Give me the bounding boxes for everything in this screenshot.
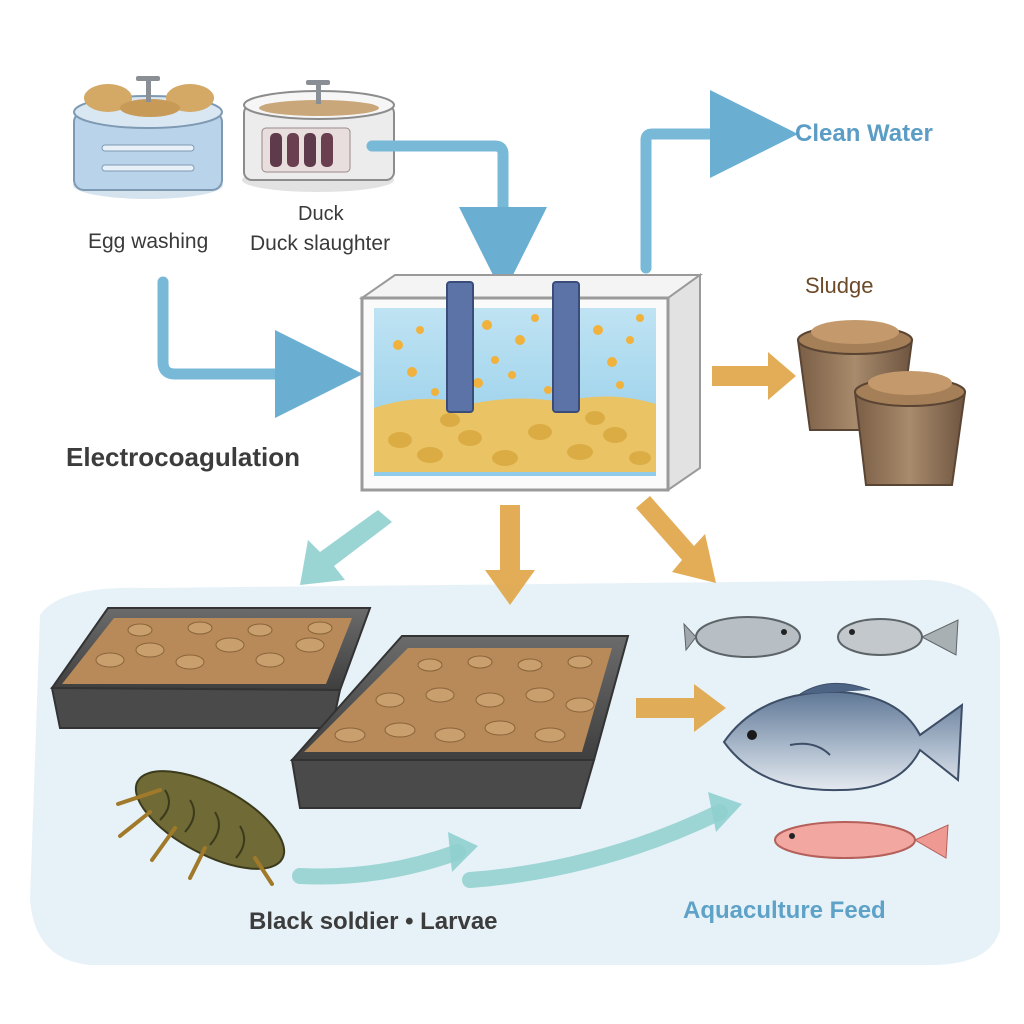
- arrow-tank-down: [485, 505, 535, 605]
- arrow-tank-to-sludge: [712, 352, 796, 400]
- black-soldier-larvae-label: Black soldier • Larvae: [249, 908, 498, 935]
- fish-small-left: [683, 616, 801, 658]
- duck-slaughter-label: Duck slaughter: [250, 232, 391, 255]
- electrode-right: [552, 281, 580, 413]
- sludge-label: Sludge: [805, 273, 874, 298]
- egg-washing-machine: [73, 76, 223, 199]
- fish-pink: [774, 821, 949, 859]
- electrocoagulation-label: Electrocoagulation: [66, 442, 301, 472]
- egg-washing-label: Egg washing: [88, 230, 209, 253]
- electrode-left: [446, 281, 474, 413]
- fish-large: [722, 682, 964, 792]
- teal-curved-arrows: [292, 792, 742, 888]
- arrow-duck-to-tank: [366, 140, 547, 295]
- downward-arrows: [300, 496, 716, 605]
- aquaculture-feed-label: Aquaculture Feed: [683, 897, 886, 924]
- larvae-tray-left: [50, 607, 372, 729]
- arrow-egg-to-tank: [157, 276, 363, 418]
- electrocoagulation-tank: [358, 273, 704, 492]
- sludge-pots: [796, 320, 967, 486]
- arrow-tank-to-fish: [636, 496, 716, 583]
- arrow-tank-to-trays: [300, 510, 392, 585]
- duck-label: Duck: [298, 203, 344, 225]
- arrow-trays-to-fish: [636, 684, 726, 732]
- duck-slaughter-machine: [242, 80, 395, 192]
- arrow-to-aquaculture: [462, 804, 728, 888]
- larvae-tray-right: [289, 635, 630, 809]
- clean-water-label: Clean Water: [795, 120, 933, 147]
- arrow-larva-to-tray: [292, 844, 466, 885]
- fish-small-right: [837, 618, 959, 656]
- black-soldier-larva: [116, 770, 286, 886]
- arrow-tank-to-clean-water: [640, 90, 798, 274]
- sludge-flow: [712, 352, 796, 400]
- water-flow-arrows: [157, 90, 798, 418]
